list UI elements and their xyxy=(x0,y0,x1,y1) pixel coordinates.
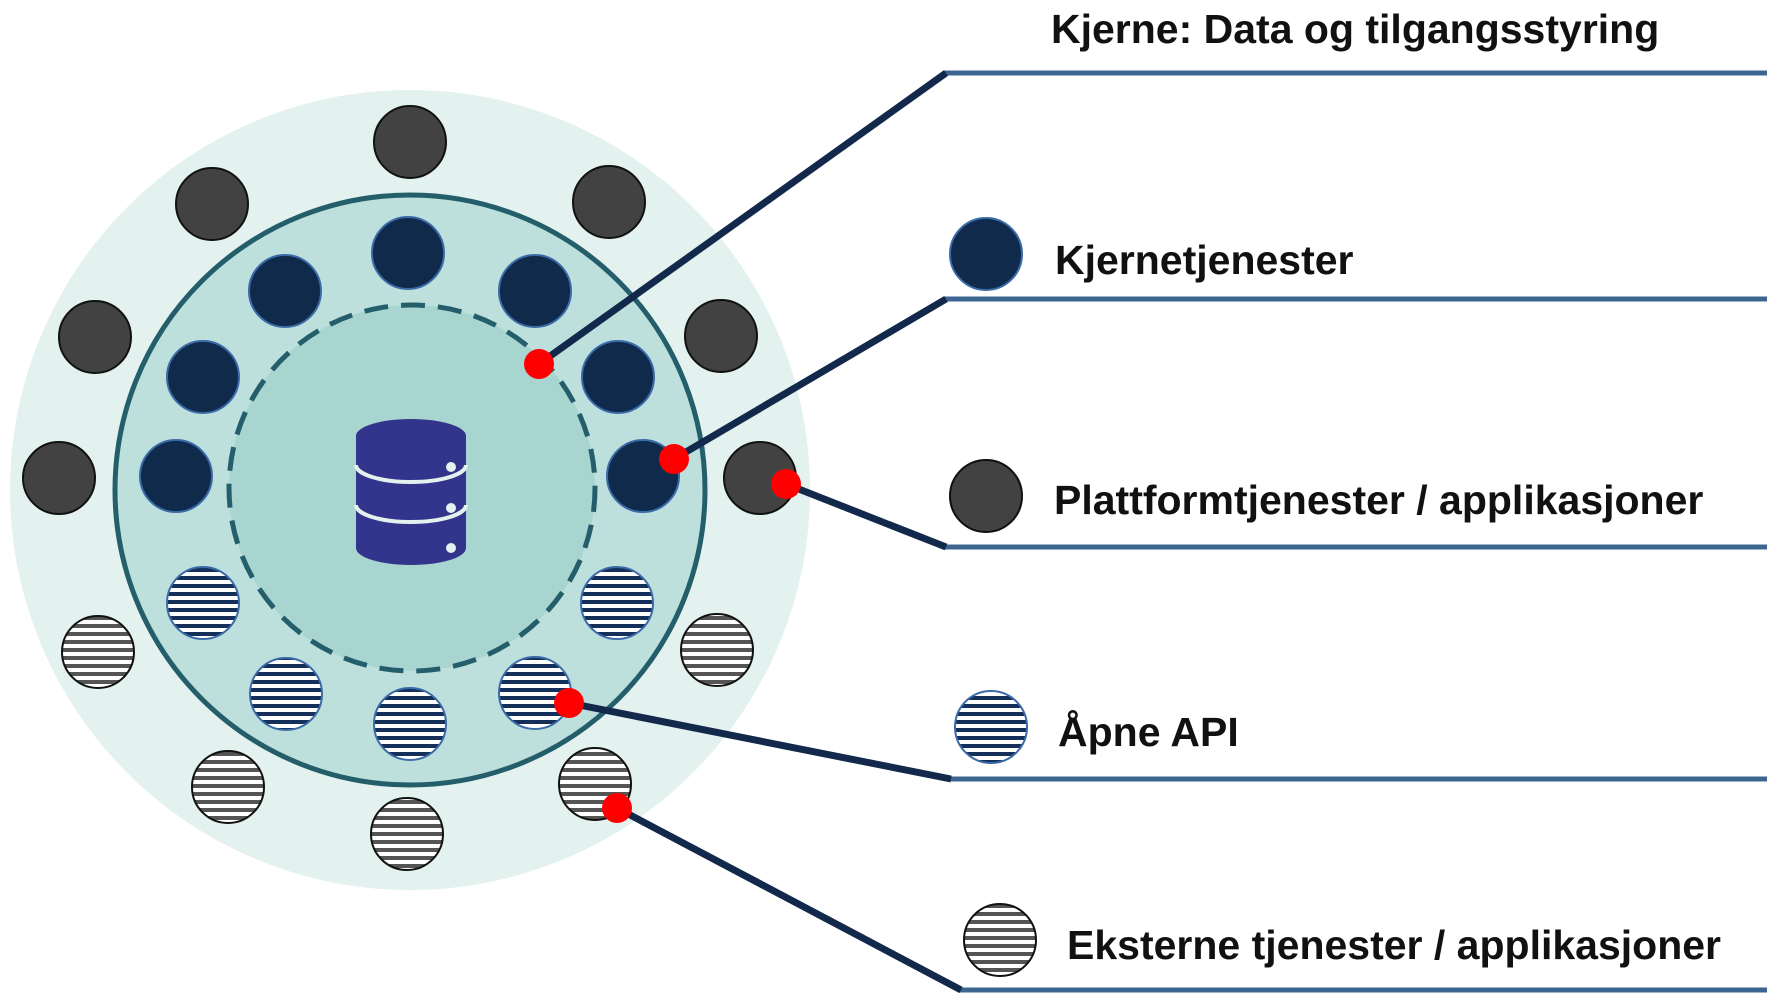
platform-service-node xyxy=(684,299,758,373)
legend-core-services-label: Kjernetjenester xyxy=(1055,237,1354,283)
legend-external-service-symbol xyxy=(963,903,1037,977)
core-service-node xyxy=(248,254,322,328)
legend-underlines xyxy=(944,70,1767,993)
platform-service-node xyxy=(58,300,132,374)
pointer-dot xyxy=(554,688,584,718)
open-api-node xyxy=(249,657,323,731)
legend-core-label: Kjerne: Data og tilgangsstyring xyxy=(1051,6,1660,52)
pointer-dot xyxy=(771,469,801,499)
external-service-node xyxy=(370,797,444,871)
legend-open-api-symbol xyxy=(954,690,1028,764)
core-service-node xyxy=(139,439,213,513)
external-service-node xyxy=(61,615,135,689)
legend-open-api-label: Åpne API xyxy=(1058,709,1239,755)
core-service-node xyxy=(371,216,445,290)
legend-platform-service-symbol xyxy=(949,459,1023,533)
pointer-dots xyxy=(524,349,801,823)
platform-service-node xyxy=(373,105,447,179)
core-service-node xyxy=(581,340,655,414)
database-icon xyxy=(354,419,468,565)
open-api-node xyxy=(166,566,240,640)
platform-service-node xyxy=(22,441,96,515)
legend-external-services-label: Eksterne tjenester / applikasjoner xyxy=(1067,922,1721,968)
legend-core-service-symbol xyxy=(949,217,1023,291)
platform-services-group xyxy=(22,105,797,515)
external-service-node xyxy=(191,750,265,824)
open-api-node xyxy=(580,566,654,640)
external-service-node xyxy=(680,613,754,687)
pointer-dot xyxy=(524,349,554,379)
core-service-node xyxy=(498,254,572,328)
core-services-group xyxy=(139,216,680,513)
open-api-node xyxy=(373,687,447,761)
platform-service-node xyxy=(175,167,249,241)
core-service-node xyxy=(166,340,240,414)
platform-service-node xyxy=(572,165,646,239)
legend-platform-services-label: Plattformtjenester / applikasjoner xyxy=(1054,477,1704,523)
pointer-dot xyxy=(602,793,632,823)
open-api-group xyxy=(166,566,654,761)
pointer-lines xyxy=(536,70,963,993)
pointer-dot xyxy=(659,444,689,474)
